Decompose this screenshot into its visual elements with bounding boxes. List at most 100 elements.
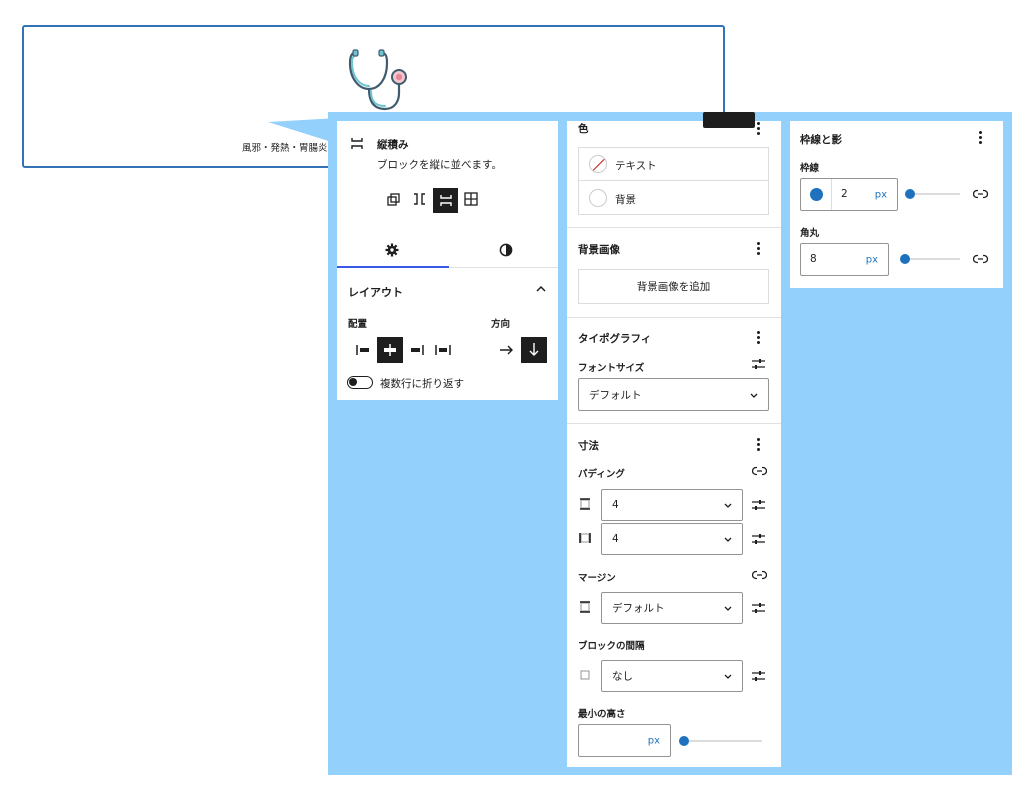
layout-heading: レイアウト (348, 286, 403, 299)
padding-horizontal-select[interactable]: 4 (601, 523, 743, 555)
link-icon[interactable] (973, 189, 988, 199)
min-height-input[interactable]: px (578, 724, 671, 757)
stack-icon (351, 138, 363, 149)
block-title: 縦積み (377, 139, 409, 151)
toggle-knob (349, 378, 357, 386)
slider-thumb[interactable] (679, 736, 689, 746)
typography-options-icon[interactable] (757, 331, 760, 344)
margin-label: マージン (578, 573, 616, 584)
group-icon (386, 192, 400, 206)
callout-pointer (268, 118, 338, 144)
block-spacing-label: ブロックの間隔 (578, 641, 645, 652)
justify-center-icon (384, 344, 396, 356)
link-icon[interactable] (752, 466, 767, 476)
settings-sliders-icon[interactable] (752, 358, 765, 370)
styles-panel: 色 テキスト 背景 背景画像 背景画像を追加 タイポグラフィ フォントサイズ デ… (567, 112, 781, 767)
color-item-label: 背景 (615, 194, 636, 206)
variation-grid-button[interactable] (460, 188, 482, 210)
block-description: ブロックを縦に並べます。 (377, 159, 502, 171)
slider-track (900, 258, 960, 260)
padding-vertical-value: 4 (612, 499, 619, 511)
margin-select[interactable]: デフォルト (601, 592, 743, 624)
slider-track (905, 193, 960, 195)
border-heading: 枠線と影 (800, 134, 842, 146)
stack-icon (439, 195, 452, 206)
slider-thumb[interactable] (905, 189, 915, 199)
min-height-unit[interactable]: px (647, 735, 660, 746)
variation-row-button[interactable] (408, 188, 430, 210)
font-size-label: フォントサイズ (578, 363, 645, 374)
font-size-value: デフォルト (589, 389, 642, 401)
border-width-value: 2 (841, 188, 848, 200)
divider (567, 423, 781, 424)
variation-stack-button[interactable] (433, 188, 458, 213)
link-icon[interactable] (973, 254, 988, 264)
link-icon[interactable] (752, 570, 767, 580)
settings-sliders-icon[interactable] (752, 670, 765, 682)
justify-stretch-button[interactable] (431, 338, 455, 362)
border-color-button[interactable] (801, 179, 832, 210)
gear-icon (385, 243, 399, 257)
color-options-icon[interactable] (757, 122, 760, 135)
add-background-image-button[interactable]: 背景画像を追加 (578, 269, 769, 304)
justify-left-icon (356, 345, 369, 355)
orientation-label: 方向 (491, 319, 511, 330)
color-heading: 色 (578, 123, 589, 135)
block-spacing-icon (580, 670, 590, 680)
padding-horizontal-icon (579, 533, 591, 543)
tab-settings[interactable] (385, 242, 399, 257)
divider (567, 317, 781, 318)
margin-value: デフォルト (612, 602, 665, 615)
radius-input[interactable]: 8 px (800, 243, 889, 276)
background-image-heading: 背景画像 (578, 244, 620, 256)
slider-thumb[interactable] (900, 254, 910, 264)
padding-vertical-icon (580, 498, 590, 510)
radius-label: 角丸 (800, 228, 820, 239)
sidebar-tabs (337, 234, 558, 268)
grid-icon (464, 192, 478, 206)
settings-sliders-icon[interactable] (752, 533, 765, 545)
chevron-up-icon[interactable] (536, 285, 546, 293)
tab-styles[interactable] (499, 242, 513, 257)
border-options-icon[interactable] (979, 131, 982, 144)
settings-sliders-icon[interactable] (752, 602, 765, 614)
border-label: 枠線 (800, 163, 820, 174)
block-spacing-select[interactable]: なし (601, 660, 743, 692)
border-width-control[interactable]: 2 px (800, 178, 898, 211)
radius-unit[interactable]: px (865, 254, 878, 265)
justify-right-icon (411, 345, 424, 355)
border-width-unit[interactable]: px (874, 189, 887, 200)
orientation-horizontal-button[interactable] (495, 338, 519, 362)
justify-right-button[interactable] (405, 338, 429, 362)
color-item-text[interactable]: テキスト (579, 148, 768, 181)
settings-sliders-icon[interactable] (752, 499, 765, 511)
padding-vertical-select[interactable]: 4 (601, 489, 743, 521)
block-spacing-value: なし (612, 670, 633, 683)
justify-stretch-icon (435, 345, 451, 355)
chevron-down-icon (750, 393, 758, 398)
min-height-slider[interactable] (679, 734, 762, 748)
color-item-background[interactable]: 背景 (579, 182, 768, 215)
background-options-icon[interactable] (757, 242, 760, 255)
wrap-toggle[interactable] (347, 376, 373, 389)
variation-group-button[interactable] (382, 188, 404, 210)
padding-horizontal-value: 4 (612, 533, 619, 545)
chevron-down-icon (724, 606, 732, 611)
justify-left-button[interactable] (352, 338, 376, 362)
chevron-down-icon (724, 503, 732, 508)
block-settings-panel: 縦積み ブロックを縦に並べます。 (337, 121, 558, 400)
dimensions-options-icon[interactable] (757, 438, 760, 451)
chevron-down-icon (724, 537, 732, 542)
orientation-vertical-button[interactable] (521, 337, 547, 363)
radius-slider[interactable] (900, 252, 960, 266)
justify-center-button[interactable] (377, 337, 403, 363)
stethoscope-icon (348, 49, 407, 111)
empty-swatch-icon (589, 189, 607, 207)
font-size-select[interactable]: デフォルト (578, 378, 769, 411)
radius-value: 8 (810, 253, 817, 265)
border-width-slider[interactable] (905, 187, 960, 201)
half-circle-icon (499, 243, 513, 257)
slider-track (679, 740, 762, 742)
row-icon (413, 193, 425, 205)
